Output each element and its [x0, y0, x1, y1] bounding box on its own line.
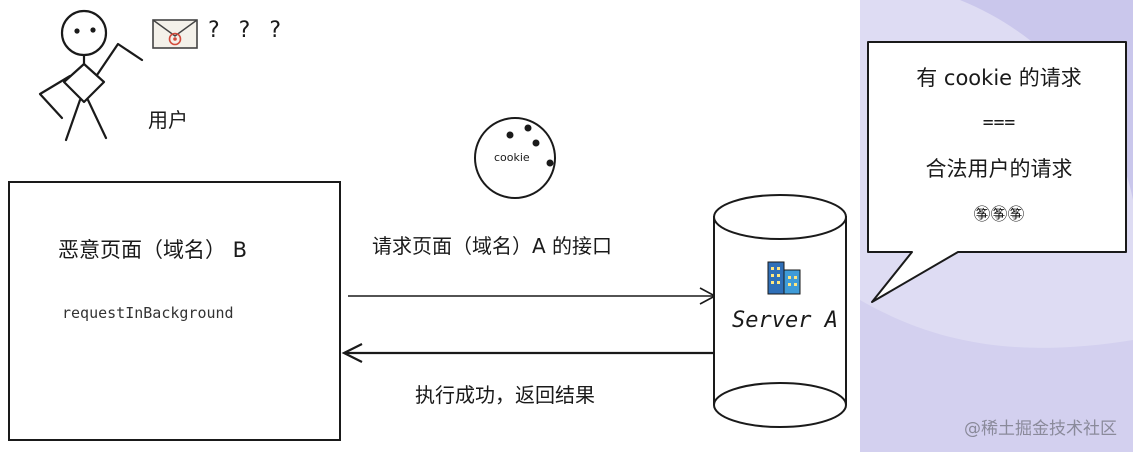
request-arrow: [348, 287, 717, 305]
question-marks: ? ? ?: [208, 18, 288, 43]
bubble-line-3: 合法用户的请求: [925, 157, 1073, 181]
building-icon: [767, 261, 801, 295]
envelope-icon: [152, 19, 198, 49]
cookie-label: cookie: [494, 151, 530, 164]
bubble-line-2: ===: [982, 112, 1016, 133]
user-body: [62, 62, 106, 104]
malicious-page-box: [8, 181, 341, 441]
user-stick-figure: [38, 9, 144, 142]
server-cylinder: [713, 194, 847, 428]
response-arrow: [341, 343, 714, 363]
watermark: @稀土掘金技术社区: [964, 419, 1117, 439]
bubble-line-1: 有 cookie 的请求: [916, 66, 1082, 90]
speech-bubble: [867, 41, 1127, 303]
malicious-page-title: 恶意页面（域名） B: [58, 238, 248, 262]
user-head: [60, 9, 108, 57]
background-blob-lower: [860, 300, 1133, 452]
request-label: 请求页面（域名）A 的接口: [372, 234, 613, 258]
code-label: requestInBackground: [62, 304, 234, 322]
cookie-icon: [474, 117, 556, 199]
server-label: Server A: [732, 308, 838, 333]
user-label: 用户: [148, 108, 188, 132]
bubble-line-4: ㉇㉇㉇: [973, 205, 1025, 225]
response-label: 执行成功，返回结果: [415, 383, 595, 407]
